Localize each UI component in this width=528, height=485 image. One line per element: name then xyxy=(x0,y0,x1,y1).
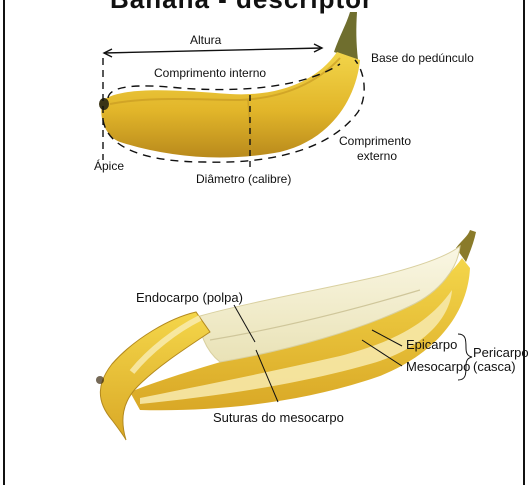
whole-banana xyxy=(99,12,360,157)
label-apice: Ápice xyxy=(94,160,124,173)
peeled-banana xyxy=(96,230,476,440)
label-mesocarpo: Mesocarpo xyxy=(406,360,470,374)
label-comprimento-externo-1: Comprimento xyxy=(339,135,411,148)
label-diametro: Diâmetro (calibre) xyxy=(196,173,291,186)
label-pericarpo-1: Pericarpo xyxy=(473,346,528,360)
label-altura: Altura xyxy=(190,34,221,47)
label-epicarpo: Epicarpo xyxy=(406,338,457,352)
label-pericarpo-2: (casca) xyxy=(473,360,516,374)
peeled-stem xyxy=(456,230,476,262)
label-base-pedunculo: Base do pedúnculo xyxy=(371,52,474,65)
label-suturas: Suturas do mesocarpo xyxy=(213,411,344,425)
label-endocarpo: Endocarpo (polpa) xyxy=(136,291,243,305)
banana-tip xyxy=(99,98,109,110)
label-comprimento-interno: Comprimento interno xyxy=(154,67,266,80)
label-comprimento-externo-2: externo xyxy=(357,150,397,163)
